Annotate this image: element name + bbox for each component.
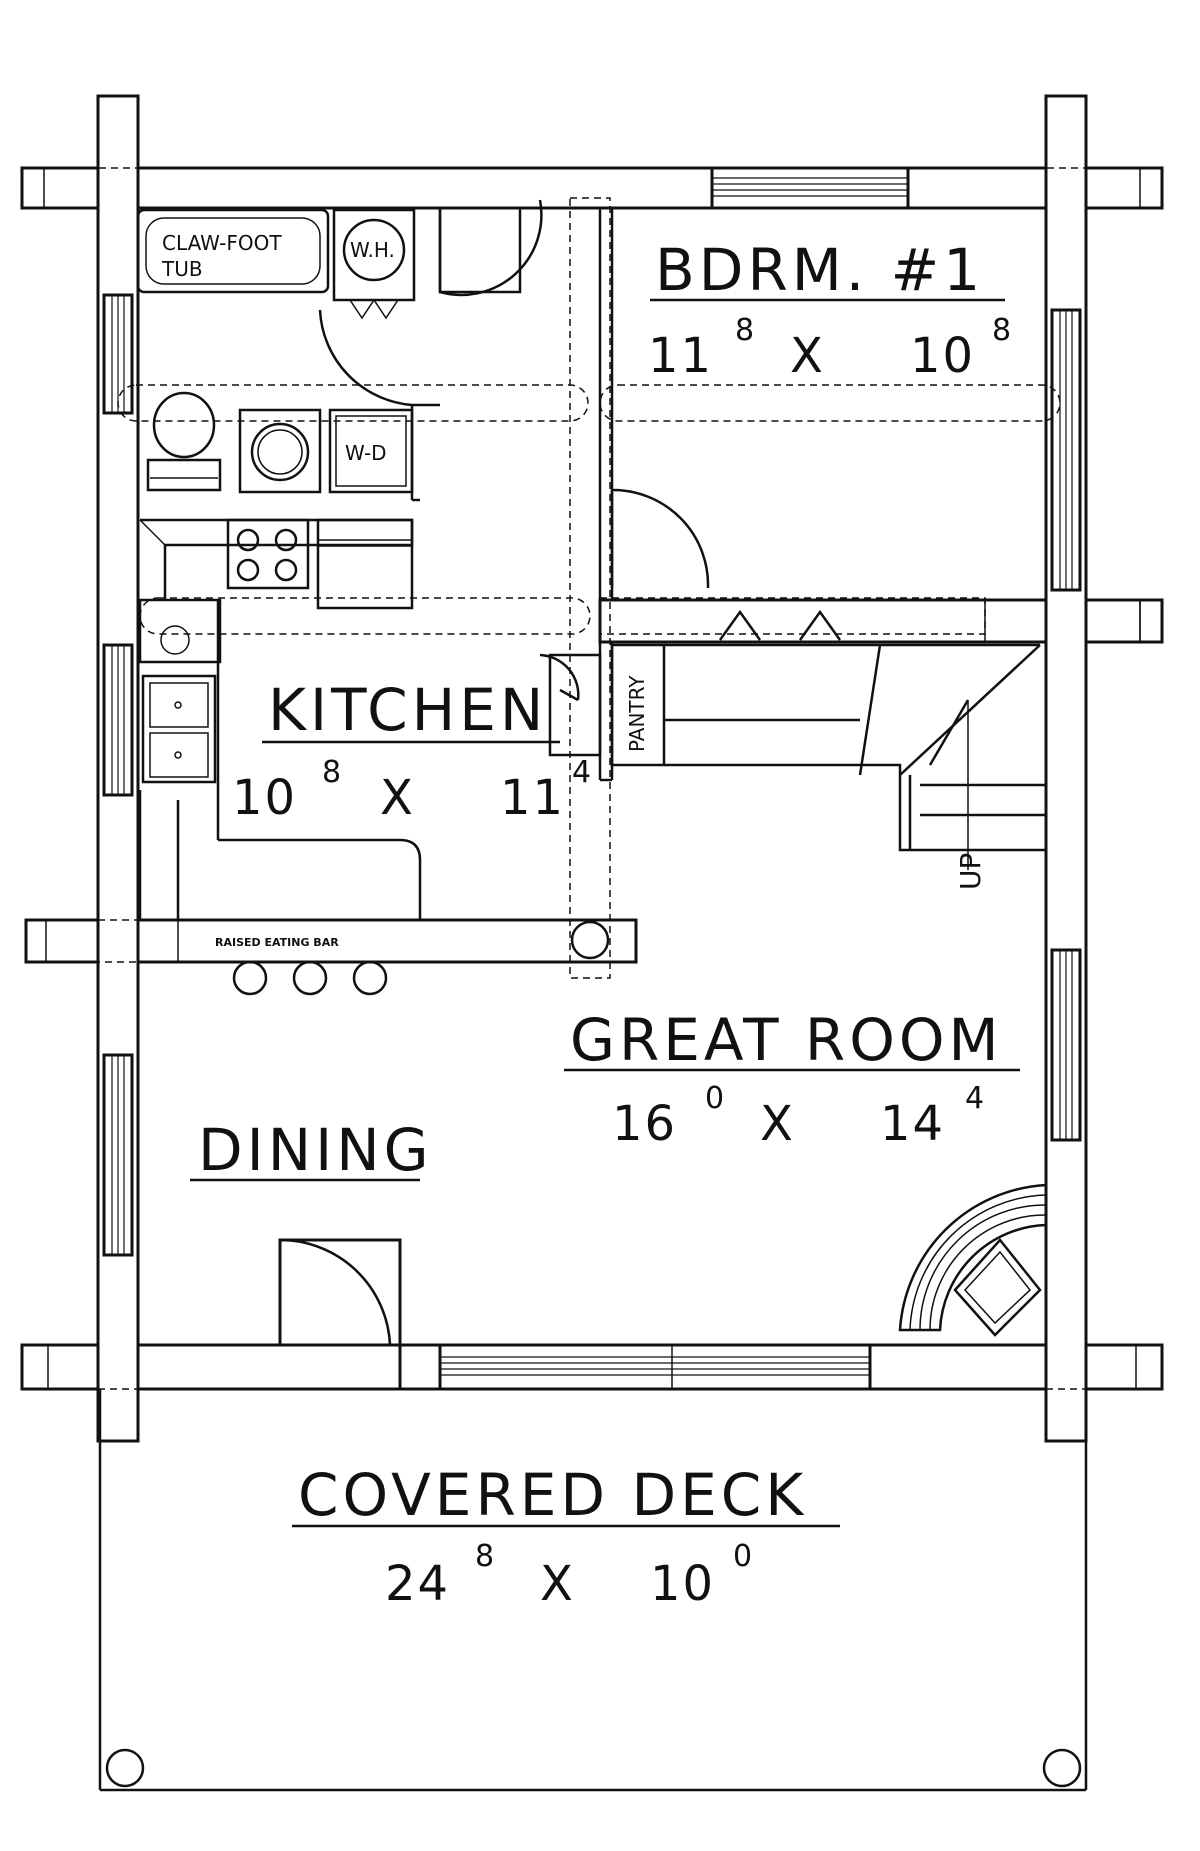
great-room-label-group: GREAT ROOM 16 0 X 14 4 — [564, 1006, 1020, 1152]
svg-text:X: X — [380, 770, 415, 826]
svg-text:11: 11 — [500, 770, 565, 826]
post — [570, 920, 610, 960]
bath-door — [318, 309, 413, 407]
stove — [226, 518, 310, 590]
svg-text:W.H.: W.H. — [350, 238, 395, 262]
pantry-label: PANTRY — [625, 675, 649, 752]
window-right-1 — [1050, 308, 1082, 592]
deck-label-group: COVERED DECK 24 8 X 10 0 — [292, 1461, 840, 1612]
svg-text:10: 10 — [650, 1556, 715, 1612]
covered-deck — [98, 1389, 1088, 1792]
left-wall — [96, 94, 140, 1443]
kitchen-counters — [138, 518, 610, 996]
dining-label: DINING — [198, 1116, 433, 1184]
pantry-door — [539, 653, 580, 702]
window-left-3 — [102, 1053, 134, 1257]
svg-text:10: 10 — [910, 328, 975, 384]
bedroom-label: BDRM. #1 — [655, 236, 984, 304]
interior-walls — [410, 197, 614, 979]
window-bottom — [438, 1343, 872, 1391]
window-right-2 — [1050, 948, 1082, 1142]
eating-bar-label: RAISED EATING BAR — [215, 936, 339, 949]
bathroom: CLAW-FOOT TUB W.H. W-D — [136, 208, 416, 494]
kitchen-sink — [141, 674, 217, 784]
pantry: PANTRY — [548, 643, 666, 767]
kitchen-label-group: KITCHEN 10 8 X 11 4 — [232, 676, 591, 826]
svg-text:4: 4 — [572, 755, 591, 790]
bath-sink — [238, 408, 322, 494]
svg-text:8: 8 — [475, 1539, 494, 1574]
svg-text:8: 8 — [322, 755, 341, 790]
refrigerator — [316, 518, 414, 610]
svg-text:X: X — [760, 1096, 795, 1152]
svg-text:8: 8 — [992, 313, 1011, 348]
svg-text:0: 0 — [733, 1539, 752, 1574]
svg-text:CLAW-FOOT: CLAW-FOOT — [162, 231, 282, 255]
window-left-1 — [102, 293, 134, 415]
toilet — [146, 391, 222, 492]
svg-text:24: 24 — [385, 1556, 450, 1612]
svg-text:0: 0 — [705, 1081, 724, 1116]
window-left-2 — [102, 643, 134, 797]
bedroom-label-group: BDRM. #1 11 8 X 10 8 — [648, 236, 1011, 384]
stairs: UP — [664, 643, 1046, 890]
dining-label-group: DINING — [190, 1116, 433, 1184]
right-wall — [1044, 94, 1088, 1443]
svg-text:10: 10 — [232, 770, 297, 826]
fireplace — [898, 1183, 1048, 1337]
water-heater: W.H. — [332, 208, 416, 320]
entry-closet-door — [438, 199, 543, 297]
svg-text:X: X — [790, 328, 825, 384]
svg-text:X: X — [540, 1556, 575, 1612]
bar-stools — [232, 960, 388, 996]
svg-text:11: 11 — [648, 328, 713, 384]
washer-dryer: W-D — [328, 408, 414, 494]
dishwasher — [138, 598, 222, 664]
svg-text:16: 16 — [612, 1096, 677, 1152]
great-room-label: GREAT ROOM — [570, 1006, 1003, 1074]
top-wall — [20, 166, 1164, 210]
svg-text:14: 14 — [880, 1096, 945, 1152]
claw-foot-tub: CLAW-FOOT TUB — [136, 208, 330, 294]
beams — [25, 384, 1061, 963]
svg-text:8: 8 — [735, 313, 754, 348]
stairs-up-label: UP — [954, 853, 987, 890]
front-door — [278, 1238, 402, 1347]
deck-label: COVERED DECK — [298, 1461, 807, 1529]
svg-text:TUB: TUB — [161, 257, 203, 281]
bedroom-door — [610, 488, 710, 589]
svg-text:W-D: W-D — [345, 441, 387, 465]
window-top — [710, 166, 910, 210]
doors — [278, 199, 710, 1347]
kitchen-label: KITCHEN — [268, 676, 547, 744]
bottom-wall — [20, 1343, 1164, 1391]
svg-text:4: 4 — [965, 1081, 984, 1116]
